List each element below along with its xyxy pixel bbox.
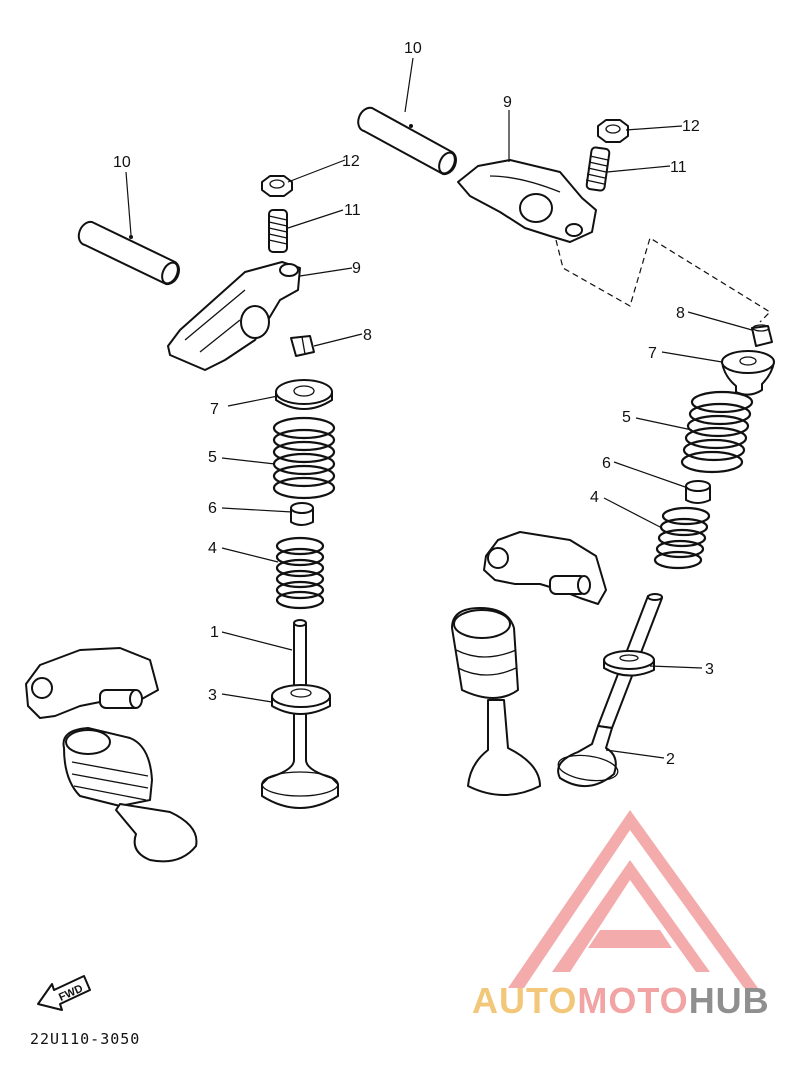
- callout-3-left: 3: [208, 687, 217, 704]
- stem-seal-left: [290, 502, 314, 526]
- callout-4-left: 4: [208, 540, 217, 557]
- rocker-arm-left: [167, 261, 301, 371]
- leader-lines: [125, 57, 753, 759]
- inner-spring-left: [275, 536, 325, 610]
- lock-nut-right: [597, 119, 629, 143]
- callout-7-right: 7: [648, 345, 657, 362]
- spring-seat-right: [603, 650, 655, 677]
- callout-11-left: 11: [344, 202, 361, 219]
- watermark-word-auto: AUTO: [472, 980, 578, 1021]
- callout-10-left: 10: [113, 154, 131, 171]
- callout-7-left: 7: [210, 401, 219, 418]
- callout-11-right: 11: [670, 159, 687, 176]
- callout-1-left: 1: [210, 624, 219, 641]
- outer-spring-right: [680, 390, 754, 474]
- callout-8-right: 8: [676, 305, 685, 322]
- callout-8-left: 8: [363, 327, 372, 344]
- stem-seal-right: [685, 480, 711, 504]
- rocker-shaft-left: [77, 220, 180, 286]
- forward-direction-arrow: FWD: [37, 975, 91, 1011]
- spring-retainer-right: [721, 350, 775, 396]
- diagram-part-code: 22U110-3050: [30, 1030, 141, 1048]
- outer-spring-left: [272, 416, 336, 500]
- lock-nut-left: [261, 175, 293, 197]
- watermark-logo-triangle: [508, 810, 758, 988]
- adjusting-screw-right: [585, 146, 611, 192]
- callout-12-right: 12: [682, 118, 700, 135]
- spring-retainer-left: [275, 379, 333, 410]
- callout-2-right: 2: [666, 751, 675, 768]
- intake-valve-left: [261, 619, 339, 809]
- assembled-rocker-thumbnail-left: [25, 647, 159, 719]
- rocker-arm-right: [457, 159, 597, 243]
- callout-5-left: 5: [208, 449, 217, 466]
- watermark-word-moto: MOTO: [577, 980, 689, 1021]
- callout-12-left: 12: [342, 153, 360, 170]
- watermark-brand-text: AUTOMOTOHUB: [472, 980, 798, 1022]
- assembled-valve-thumbnail-left: [62, 727, 198, 863]
- alignment-dashed-lines: [555, 237, 771, 323]
- watermark-word-hub: HUB: [688, 980, 770, 1021]
- exhaust-valve-right: [557, 593, 663, 787]
- callout-10-right: 10: [404, 40, 422, 57]
- assembled-rocker-thumbnail-right: [483, 531, 607, 605]
- assembled-valve-thumbnail-right: [451, 607, 541, 796]
- callout-3-right: 3: [705, 661, 714, 678]
- valve-cotter-right: [751, 324, 773, 347]
- spring-seat-left: [271, 684, 331, 715]
- callout-5-right: 5: [622, 409, 631, 426]
- callout-9-left: 9: [352, 260, 361, 277]
- callout-4-right: 4: [590, 489, 599, 506]
- callout-9-right: 9: [503, 94, 512, 111]
- valve-cotter-left: [290, 335, 315, 357]
- inner-spring-right: [653, 506, 711, 570]
- callout-6-right: 6: [602, 455, 611, 472]
- adjusting-screw-left: [268, 209, 288, 253]
- callout-6-left: 6: [208, 500, 217, 517]
- rocker-shaft-right: [357, 106, 457, 176]
